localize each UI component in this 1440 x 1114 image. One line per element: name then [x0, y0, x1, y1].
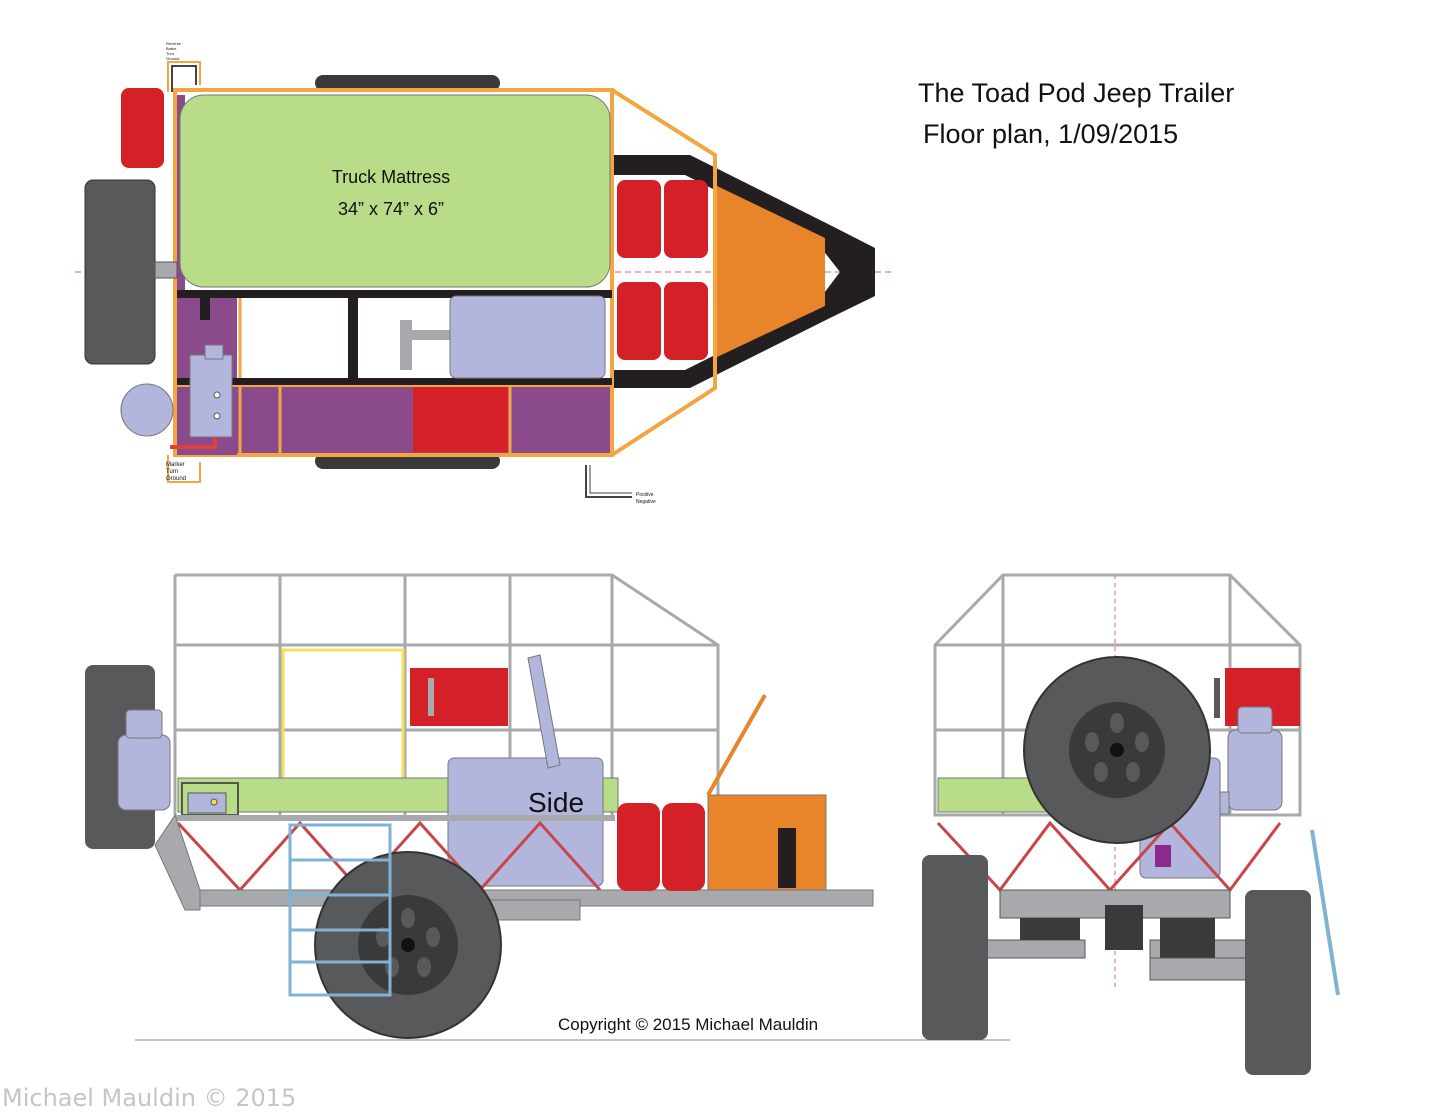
cooler [410, 668, 508, 726]
side-view: Side Copyright © 201 [85, 573, 1010, 1041]
page-title: The Toad Pod Jeep Trailer [918, 78, 1235, 108]
wire-label: Reverse [166, 41, 182, 46]
propane-tank [1227, 729, 1283, 811]
tongue-box [715, 185, 825, 358]
cooler [413, 382, 508, 452]
wire-label: Brake [166, 46, 177, 51]
fender-top [315, 75, 500, 91]
stove [447, 757, 604, 887]
side-label: Side [528, 787, 584, 818]
wire-label: Marker [166, 462, 185, 468]
ladder [288, 823, 392, 997]
wire-label: Negative [636, 499, 656, 505]
jerry-can [617, 282, 661, 360]
wire-label: Turn [166, 51, 174, 56]
water-tank [189, 354, 233, 438]
wheel [922, 855, 988, 1040]
stove [449, 295, 606, 379]
jerry-can [617, 180, 661, 258]
rear-view [922, 573, 1340, 1075]
mattress-dims: 34” x 74” x 6” [338, 199, 444, 219]
storage-cabinet [177, 385, 610, 453]
jerry-can [662, 803, 705, 891]
mattress [179, 94, 611, 288]
wire-label: Turn [166, 469, 178, 475]
wire-label: Ground [166, 476, 186, 482]
top-view: Truck Mattress 34” x 74” x 6” Reverse Br… [75, 41, 893, 505]
tail-light [121, 88, 164, 168]
page-subtitle: Floor plan, 1/09/2015 [923, 119, 1179, 149]
propane-tank [117, 734, 171, 811]
spare-tire [84, 179, 156, 365]
propane-tank [120, 383, 174, 437]
door [281, 648, 405, 784]
wire-label: Ground [166, 56, 179, 61]
jerry-can [617, 803, 660, 891]
jerry-can [664, 180, 708, 258]
copyright: Copyright © 2015 Michael Mauldin [558, 1015, 818, 1034]
tongue-box [707, 794, 827, 891]
mattress-label: Truck Mattress [332, 167, 450, 187]
jerry-can [664, 282, 708, 360]
wheel [1245, 890, 1311, 1075]
watermark: Michael Mauldin © 2015 [2, 1084, 297, 1112]
wire-label: Positive [636, 492, 654, 498]
